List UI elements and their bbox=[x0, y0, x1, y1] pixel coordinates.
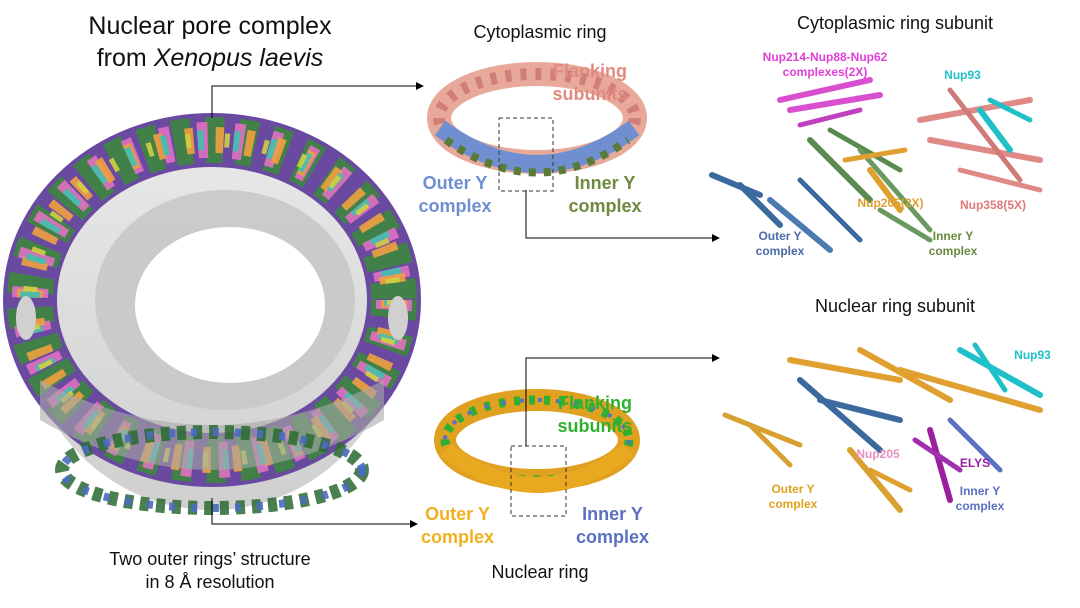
cyto-inner-y-label: Inner Y complex bbox=[568, 173, 642, 216]
cyto-flanking-label: Flanking subunits bbox=[552, 61, 628, 104]
nuc-elys-label: ELYS bbox=[959, 456, 991, 470]
cyto-nup214-label: Nup214-Nup88-Nup62 complexes(2X) bbox=[762, 50, 888, 79]
npc-3d-model bbox=[3, 113, 421, 515]
main-title-prefix: from bbox=[96, 44, 154, 72]
cyto-sub-outer-y-label: Outer Y complex bbox=[755, 229, 805, 258]
cyto-nup205-label: Nup205(2X) bbox=[857, 196, 924, 210]
nuc-sub-inner-y-label: Inner Y complex bbox=[955, 484, 1005, 513]
nuc-outer-y-label: Outer Y complex bbox=[420, 504, 495, 547]
main-title: Nuclear pore complex from Xenopus laevis bbox=[40, 10, 380, 74]
nuc-subunit-model bbox=[722, 342, 1043, 513]
nuc-flanking-label: Flanking subunits bbox=[557, 393, 633, 436]
arrowheads bbox=[410, 82, 720, 528]
arrow-to-cyto-subunit bbox=[525, 190, 712, 239]
main-title-line2: from Xenopus laevis bbox=[40, 42, 380, 74]
cyto-subunit-title: Cytoplasmic ring subunit bbox=[796, 13, 994, 33]
main-caption: Two outer rings’ structure in 8 Å resolu… bbox=[60, 548, 360, 594]
cyto-subunit-model bbox=[709, 77, 1043, 253]
cyto-sub-inner-y-label: Inner Y complex bbox=[928, 229, 978, 258]
connector-arrows bbox=[211, 85, 712, 525]
cyto-nup93-label: Nup93 bbox=[944, 68, 981, 82]
nuc-nup205-label: Nup205 bbox=[856, 447, 900, 461]
arrow-to-cyto-ring bbox=[211, 85, 418, 118]
main-title-species: Xenopus laevis bbox=[153, 44, 324, 72]
main-caption-line1: Two outer rings’ structure bbox=[109, 549, 311, 569]
nuc-inner-y-label: Inner Y complex bbox=[575, 504, 650, 547]
cyto-outer-y-label: Outer Y complex bbox=[418, 173, 492, 216]
arrow-to-nuc-subunit bbox=[525, 357, 712, 446]
main-title-line1: Nuclear pore complex bbox=[88, 12, 332, 40]
nuc-subunit-title: Nuclear ring subunit bbox=[814, 296, 976, 316]
arrow-to-nuc-ring bbox=[211, 498, 410, 525]
nuclear-ring-model bbox=[434, 389, 640, 517]
nuc-nup93-label: Nup93 bbox=[1014, 348, 1051, 362]
nuc-sub-outer-y-label: Outer Y complex bbox=[768, 482, 818, 511]
cytoplasmic-ring-model bbox=[427, 62, 647, 192]
cyto-nup358-label: Nup358(5X) bbox=[959, 198, 1027, 212]
nuc-ring-title: Nuclear ring bbox=[491, 562, 589, 582]
cyto-ring-title: Cytoplasmic ring bbox=[473, 22, 607, 42]
main-caption-line2: in 8 Å resolution bbox=[145, 572, 275, 592]
